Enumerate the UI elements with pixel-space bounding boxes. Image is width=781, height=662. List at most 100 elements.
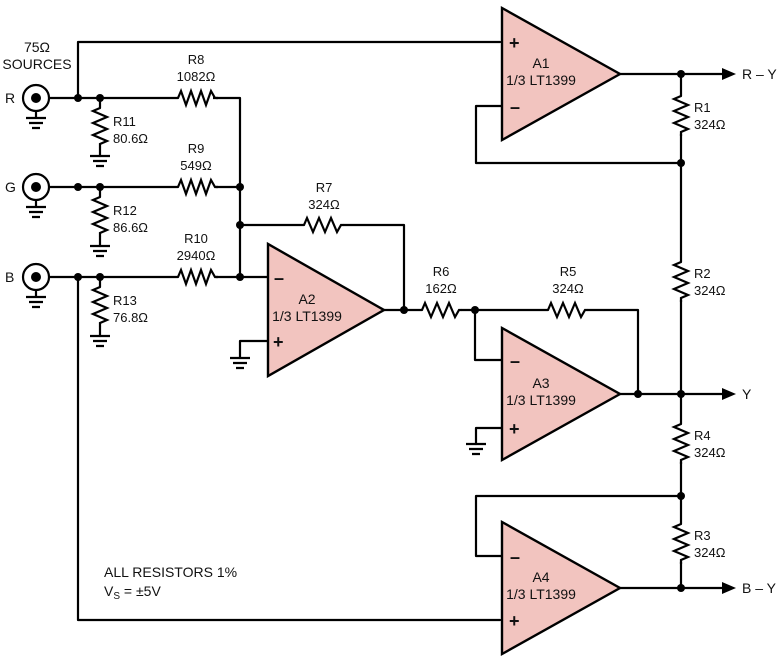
wire-r-to-a1-plus [76, 40, 502, 100]
r10-value: 2940Ω [177, 248, 216, 263]
junction-r13 [96, 273, 104, 281]
r9-value: 549Ω [180, 158, 212, 173]
a1-minus-sign: – [510, 97, 520, 117]
junction-g-in [74, 183, 82, 191]
note-supply-subscript: S [113, 591, 120, 602]
amplifier-a4 [500, 519, 623, 657]
source-b-label: B [5, 269, 14, 285]
notes: ALL RESISTORS 1% VS = ±5V [104, 564, 237, 602]
junction-r-in [74, 94, 82, 102]
resistor-r12 [90, 195, 110, 237]
source-connectors [21, 83, 51, 309]
resistor-r1 [671, 94, 691, 136]
a4-minus-sign: – [510, 547, 520, 567]
resistor-r11 [90, 106, 110, 148]
wire-a3-minus [473, 308, 504, 362]
junction-dots [74, 70, 685, 592]
sources-label-impedance: 75Ω [24, 39, 50, 55]
output-by-label: B – Y [742, 580, 777, 596]
a1-plus-sign: + [509, 33, 520, 53]
r6-name: R6 [433, 264, 450, 279]
junction-a1-out [677, 70, 685, 78]
r6-value: 162Ω [425, 281, 457, 296]
junction-r12 [96, 183, 104, 191]
resistor-r8 [176, 87, 218, 109]
a2-name: A2 [298, 291, 315, 307]
resistor-labels: R8 1082Ω R9 549Ω R10 2940Ω R7 324Ω R6 16… [113, 52, 726, 560]
a2-minus-sign: – [274, 268, 284, 288]
note-supply-voltage: VS = ±5V [104, 583, 161, 602]
amplifier-pin-signs: + – – + – + – + [273, 33, 520, 631]
r1-value: 324Ω [694, 117, 726, 132]
coax-connector-b [21, 262, 51, 309]
arrow-right-icon-ry [722, 68, 736, 80]
r5-value: 324Ω [552, 281, 584, 296]
note-resistor-tolerance: ALL RESISTORS 1% [104, 564, 237, 580]
resistor-symbols [90, 87, 691, 564]
r2-name: R2 [694, 266, 711, 281]
amplifier-a3 [500, 325, 623, 463]
r3-value: 324Ω [694, 545, 726, 560]
resistor-r5 [546, 300, 588, 320]
resistor-r9 [176, 176, 218, 198]
junction-a2-out [400, 306, 408, 314]
junction-a4-out [677, 584, 685, 592]
r4-name: R4 [694, 428, 711, 443]
r7-value: 324Ω [308, 197, 340, 212]
a4-part: 1/3 LT1399 [506, 586, 576, 602]
ground-icon-a3 [466, 442, 486, 456]
r7-name: R7 [316, 180, 333, 195]
amplifier-a2 [266, 241, 387, 379]
r4-value: 324Ω [694, 445, 726, 460]
note-supply-prefix: V [104, 583, 114, 599]
a1-name: A1 [532, 55, 549, 71]
r3-name: R3 [694, 528, 711, 543]
junction-a1-fb [677, 159, 685, 167]
r1-name: R1 [694, 100, 711, 115]
a3-plus-sign: + [509, 419, 520, 439]
resistor-r7 [302, 215, 344, 235]
junction-a3-out [634, 390, 642, 398]
amplifiers [266, 5, 623, 657]
junction-r10-sum [236, 273, 244, 281]
wire-r7-right [342, 223, 406, 312]
amplifier-a1 [500, 5, 623, 143]
ground-icon-a2 [230, 356, 250, 370]
junction-b-in [74, 273, 82, 281]
r11-name: R11 [113, 114, 136, 129]
a3-minus-sign: – [510, 351, 520, 371]
a2-part: 1/3 LT1399 [272, 308, 342, 324]
junction-r11 [96, 94, 104, 102]
junction-r9-sum [236, 183, 244, 191]
source-g-label: G [5, 179, 16, 195]
ground-icon-r12 [90, 244, 110, 258]
arrow-right-icon-y [722, 388, 736, 400]
note-supply-suffix: = ±5V [120, 583, 161, 599]
r9-name: R9 [188, 141, 205, 156]
ground-icon-r11 [90, 154, 110, 168]
ground-icon-r13 [90, 334, 110, 348]
source-labels: 75Ω SOURCES R G B [2, 39, 71, 285]
wire-b-to-a4-plus [76, 275, 502, 622]
wires [48, 40, 724, 622]
resistor-r6 [420, 300, 462, 320]
a4-plus-sign: + [509, 611, 520, 631]
coax-connector-r [21, 83, 51, 130]
a3-part: 1/3 LT1399 [506, 392, 576, 408]
junction-r7-sum [236, 221, 244, 229]
r13-name: R13 [113, 293, 137, 308]
r10-name: R10 [184, 231, 208, 246]
a4-name: A4 [532, 569, 549, 585]
r5-name: R5 [560, 264, 577, 279]
sources-label-text: SOURCES [2, 56, 71, 72]
output-labels: R – Y Y B – Y [742, 66, 777, 596]
resistor-r3 [671, 522, 691, 564]
a2-plus-sign: + [273, 332, 284, 352]
r12-value: 86.6Ω [113, 220, 148, 235]
resistor-r13 [90, 285, 110, 327]
coax-connector-g [21, 172, 51, 219]
a1-part: 1/3 LT1399 [506, 72, 576, 88]
a3-name: A3 [532, 375, 549, 391]
